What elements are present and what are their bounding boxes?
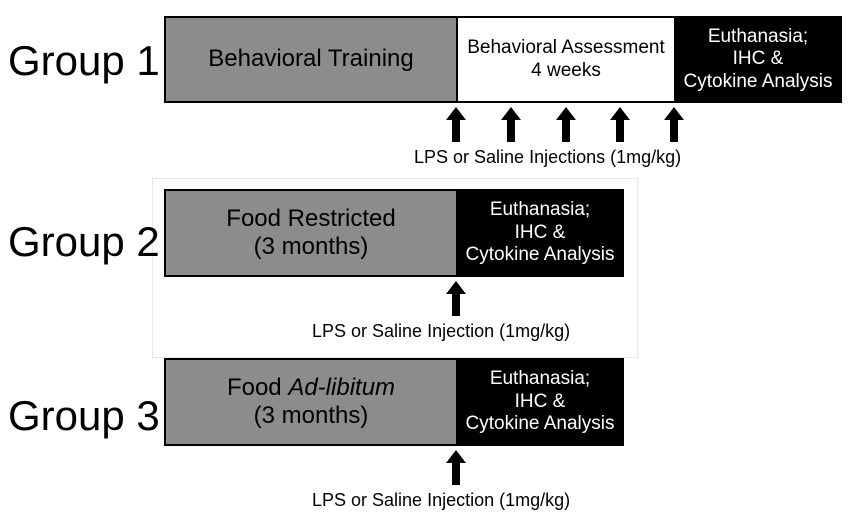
group-3-euthanasia-box: Euthanasia; IHC & Cytokine Analysis (456, 358, 624, 446)
phase-text: Cytokine Analysis (465, 244, 615, 266)
group-1-injection-caption: LPS or Saline Injections (1mg/kg) (414, 147, 682, 167)
phase-text: Cytokine Analysis (683, 70, 833, 92)
phase-duration: (3 months) (253, 402, 369, 429)
phase-title: Food Ad-libitum (227, 374, 395, 402)
group-1-label: Group 1 (8, 37, 160, 84)
phase-text: Food (226, 373, 289, 401)
up-arrow-icon (501, 107, 521, 142)
phase-duration: (3 months) (253, 233, 369, 260)
group-2-food-restricted-box: Food Restricted (3 months) (164, 189, 458, 277)
phase-text: Food Restricted (226, 204, 396, 232)
up-arrow-icon (446, 107, 466, 142)
phase-text: Euthanasia; (489, 368, 591, 390)
group-3-food-ad-libitum-box: Food Ad-libitum (3 months) (164, 358, 458, 446)
phase-text: IHC & (514, 221, 566, 243)
group-1-behavioral-training-box: Behavioral Training (164, 16, 458, 103)
up-arrow-icon (556, 107, 576, 142)
group-2-panel-outline (152, 178, 638, 358)
phase-text: Euthanasia; (489, 199, 591, 221)
phase-text: Euthanasia; (707, 25, 809, 47)
phase-text: IHC & (732, 48, 784, 70)
group-1-euthanasia-box: Euthanasia; IHC & Cytokine Analysis (674, 16, 842, 103)
phase-text-italic: Ad-libitum (288, 373, 396, 401)
group-2-label: Group 2 (8, 218, 160, 265)
phase-text: Cytokine Analysis (465, 413, 615, 435)
group-2-injection-caption: LPS or Saline Injection (1mg/kg) (312, 321, 571, 341)
phase-duration: 4 weeks (531, 59, 601, 81)
phase-text: Behavioral Training (208, 45, 414, 73)
group-3-label: Group 3 (8, 392, 160, 439)
up-arrow-icon (610, 107, 630, 142)
phase-text: Behavioral Assessment (467, 37, 665, 59)
up-arrow-icon (446, 281, 466, 316)
group-1-behavioral-assessment-box: Behavioral Assessment 4 weeks (456, 16, 676, 103)
up-arrow-icon (664, 107, 684, 142)
phase-text: IHC & (514, 390, 566, 412)
group-3-injection-caption: LPS or Saline Injection (1mg/kg) (312, 490, 571, 510)
up-arrow-icon (446, 450, 466, 485)
group-2-euthanasia-box: Euthanasia; IHC & Cytokine Analysis (456, 189, 624, 277)
